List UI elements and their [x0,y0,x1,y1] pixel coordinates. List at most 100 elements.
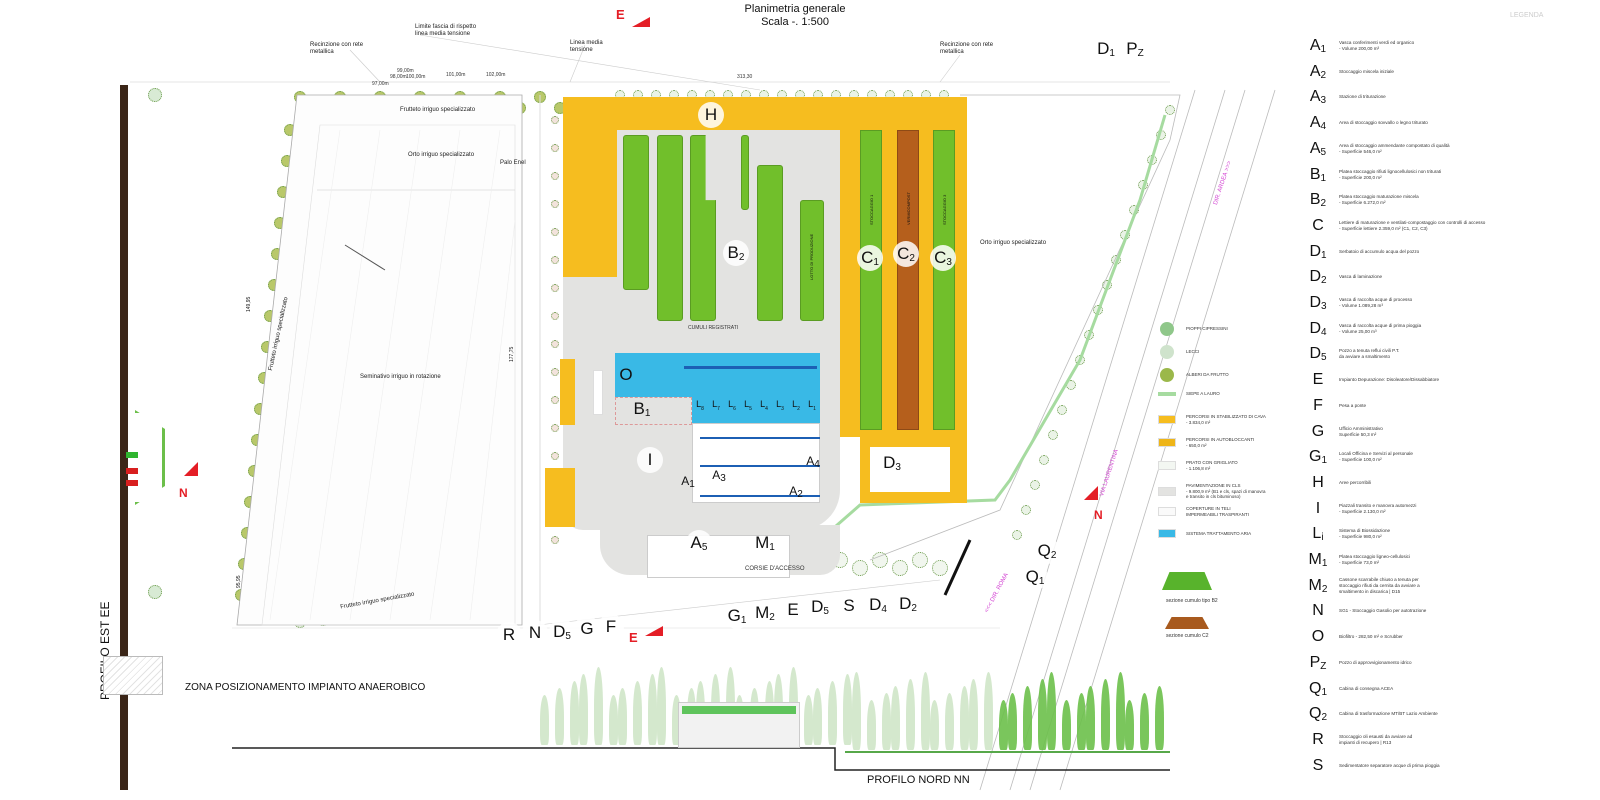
profile-tree-icon [579,674,588,745]
legend-marker: R [1305,726,1331,753]
profile-tree-icon [813,688,822,745]
hedge-icon [551,452,559,460]
hedge-icon [551,200,559,208]
swatch-icon [1158,438,1176,447]
marker-m2: M2 [752,600,778,626]
profile-tree-icon [540,695,549,745]
profile-tree-icon [906,679,915,750]
legend-marker: B2 [1305,187,1331,214]
platform-b1 [615,397,692,425]
holm-oak-icon [852,560,868,576]
marker-e: E [780,597,806,623]
hedge-icon [551,284,559,292]
hedge-icon [551,172,559,180]
legend-text: Platea stoccaggio rifiuti lignocellulosi… [1339,168,1442,180]
biofilter-o [615,353,820,397]
profile-tree-icon [1077,693,1086,750]
cell-label: L7 [712,399,720,412]
cell-label: L3 [776,399,784,412]
label-c2: VERMICOMPOST [906,192,911,225]
legend-key-item: SISTEMA TRATTAMENTO ARIA [1158,529,1298,538]
legend-key-text: PRATO CON GRIGLIATO - 1.106,8 m² [1186,460,1238,471]
building-g1 [545,468,575,527]
marker-s: S [836,593,862,619]
legend-text: Sedimentatore separatore acque di prima … [1339,762,1440,768]
profile-tree-icon [1023,686,1032,750]
marker-q1: Q1 [1022,564,1048,590]
cell-label: L1 [808,399,816,412]
label-c3: STOCCAGGIO 3 [942,194,947,225]
legend-key-item: LECCI [1158,345,1298,359]
legend-marker: G [1305,418,1331,445]
north-arrow-icon [1084,486,1098,500]
profile-tree-icon [672,695,681,745]
profile-tree-icon [1047,672,1056,750]
legend-text: Platea stoccaggio ligneo-cellulosici - S… [1339,554,1410,565]
legend-key-text: LECCI [1186,349,1200,355]
north-marker-right: N [1094,508,1103,522]
legend-text: Impianto Depurazione: Disoleatore/Dissab… [1339,377,1440,383]
cell-label: L5 [744,399,752,412]
east-arrow-icon [632,17,650,27]
legend-text: Sistema di Biossidazione - Superficie 98… [1339,528,1391,540]
poplar-tree-icon [1030,480,1040,490]
marker-d4: D4 [865,592,891,618]
marker-m1: M1 [755,533,775,553]
legend-text: Pesa a ponte [1339,402,1367,408]
legend-text: Vasca di raccolta acque di prima pioggia… [1339,322,1422,334]
marker-g1: G1 [724,603,750,629]
hedge-icon [551,424,559,432]
profile-tree-icon [618,688,627,745]
swatch-icon [1158,529,1176,538]
profile-tree-icon [960,686,969,750]
marker-a5: A5 [686,530,712,556]
legend-key-text: PERCORSI IN AUTOBLOCCANTI - 650,0 m² [1186,437,1255,448]
legend-heading: LEGENDA [1510,12,1544,19]
air-duct [700,437,820,439]
marker-c3: C3 [930,245,956,271]
annotation-fence-left: Recinzione con rete metallica [310,42,364,55]
profile-tree-icon [1140,693,1149,750]
marker-b1: B1 [633,399,651,419]
legend-marker: Li [1305,521,1331,548]
marker-r: R [496,622,522,648]
windrow-production [800,200,824,321]
legend-marker: O [1305,624,1331,651]
north-profile-trees [540,665,1170,750]
annotation-mv-band: Limite fascia di rispetto linea media te… [415,24,477,37]
legend-marker: Q2 [1305,701,1331,728]
legend-item: B1 Platea stoccaggio rifiuti lignocellulo… [1305,161,1595,188]
profile-tree-icon [570,681,579,745]
windrow-b2 [690,135,716,321]
holm-oak-icon [932,560,948,576]
profile-tree-icon [1116,672,1125,750]
air-duct [700,495,820,497]
poplar-tree-icon [1048,430,1058,440]
marker-c2: C2 [893,241,919,267]
profile-tree-icon [882,693,891,750]
platform-b2-left [563,277,617,337]
profile-tree-icon [648,674,657,745]
marker-d2: D2 [895,591,921,617]
annotation-pole: Palo Enel [500,160,526,166]
legend-marker: B1 [1305,161,1331,188]
legend-marker: D3 [1305,290,1331,316]
profile-tree-icon [1062,700,1071,750]
legend-marker: A2 [1305,58,1331,85]
annotation-vegetable-right: Orto irriguo specializzato [980,240,1047,246]
north-profile-roof [682,706,796,714]
legend-key-item: PRATO CON GRIGLIATO - 1.106,8 m² [1158,460,1298,471]
profile-tree-icon [804,695,813,745]
legend-key-item: COPERTURE IN TELI IMPERMEABILI TRASPIRAN… [1158,506,1298,517]
bed-c1 [860,130,882,430]
